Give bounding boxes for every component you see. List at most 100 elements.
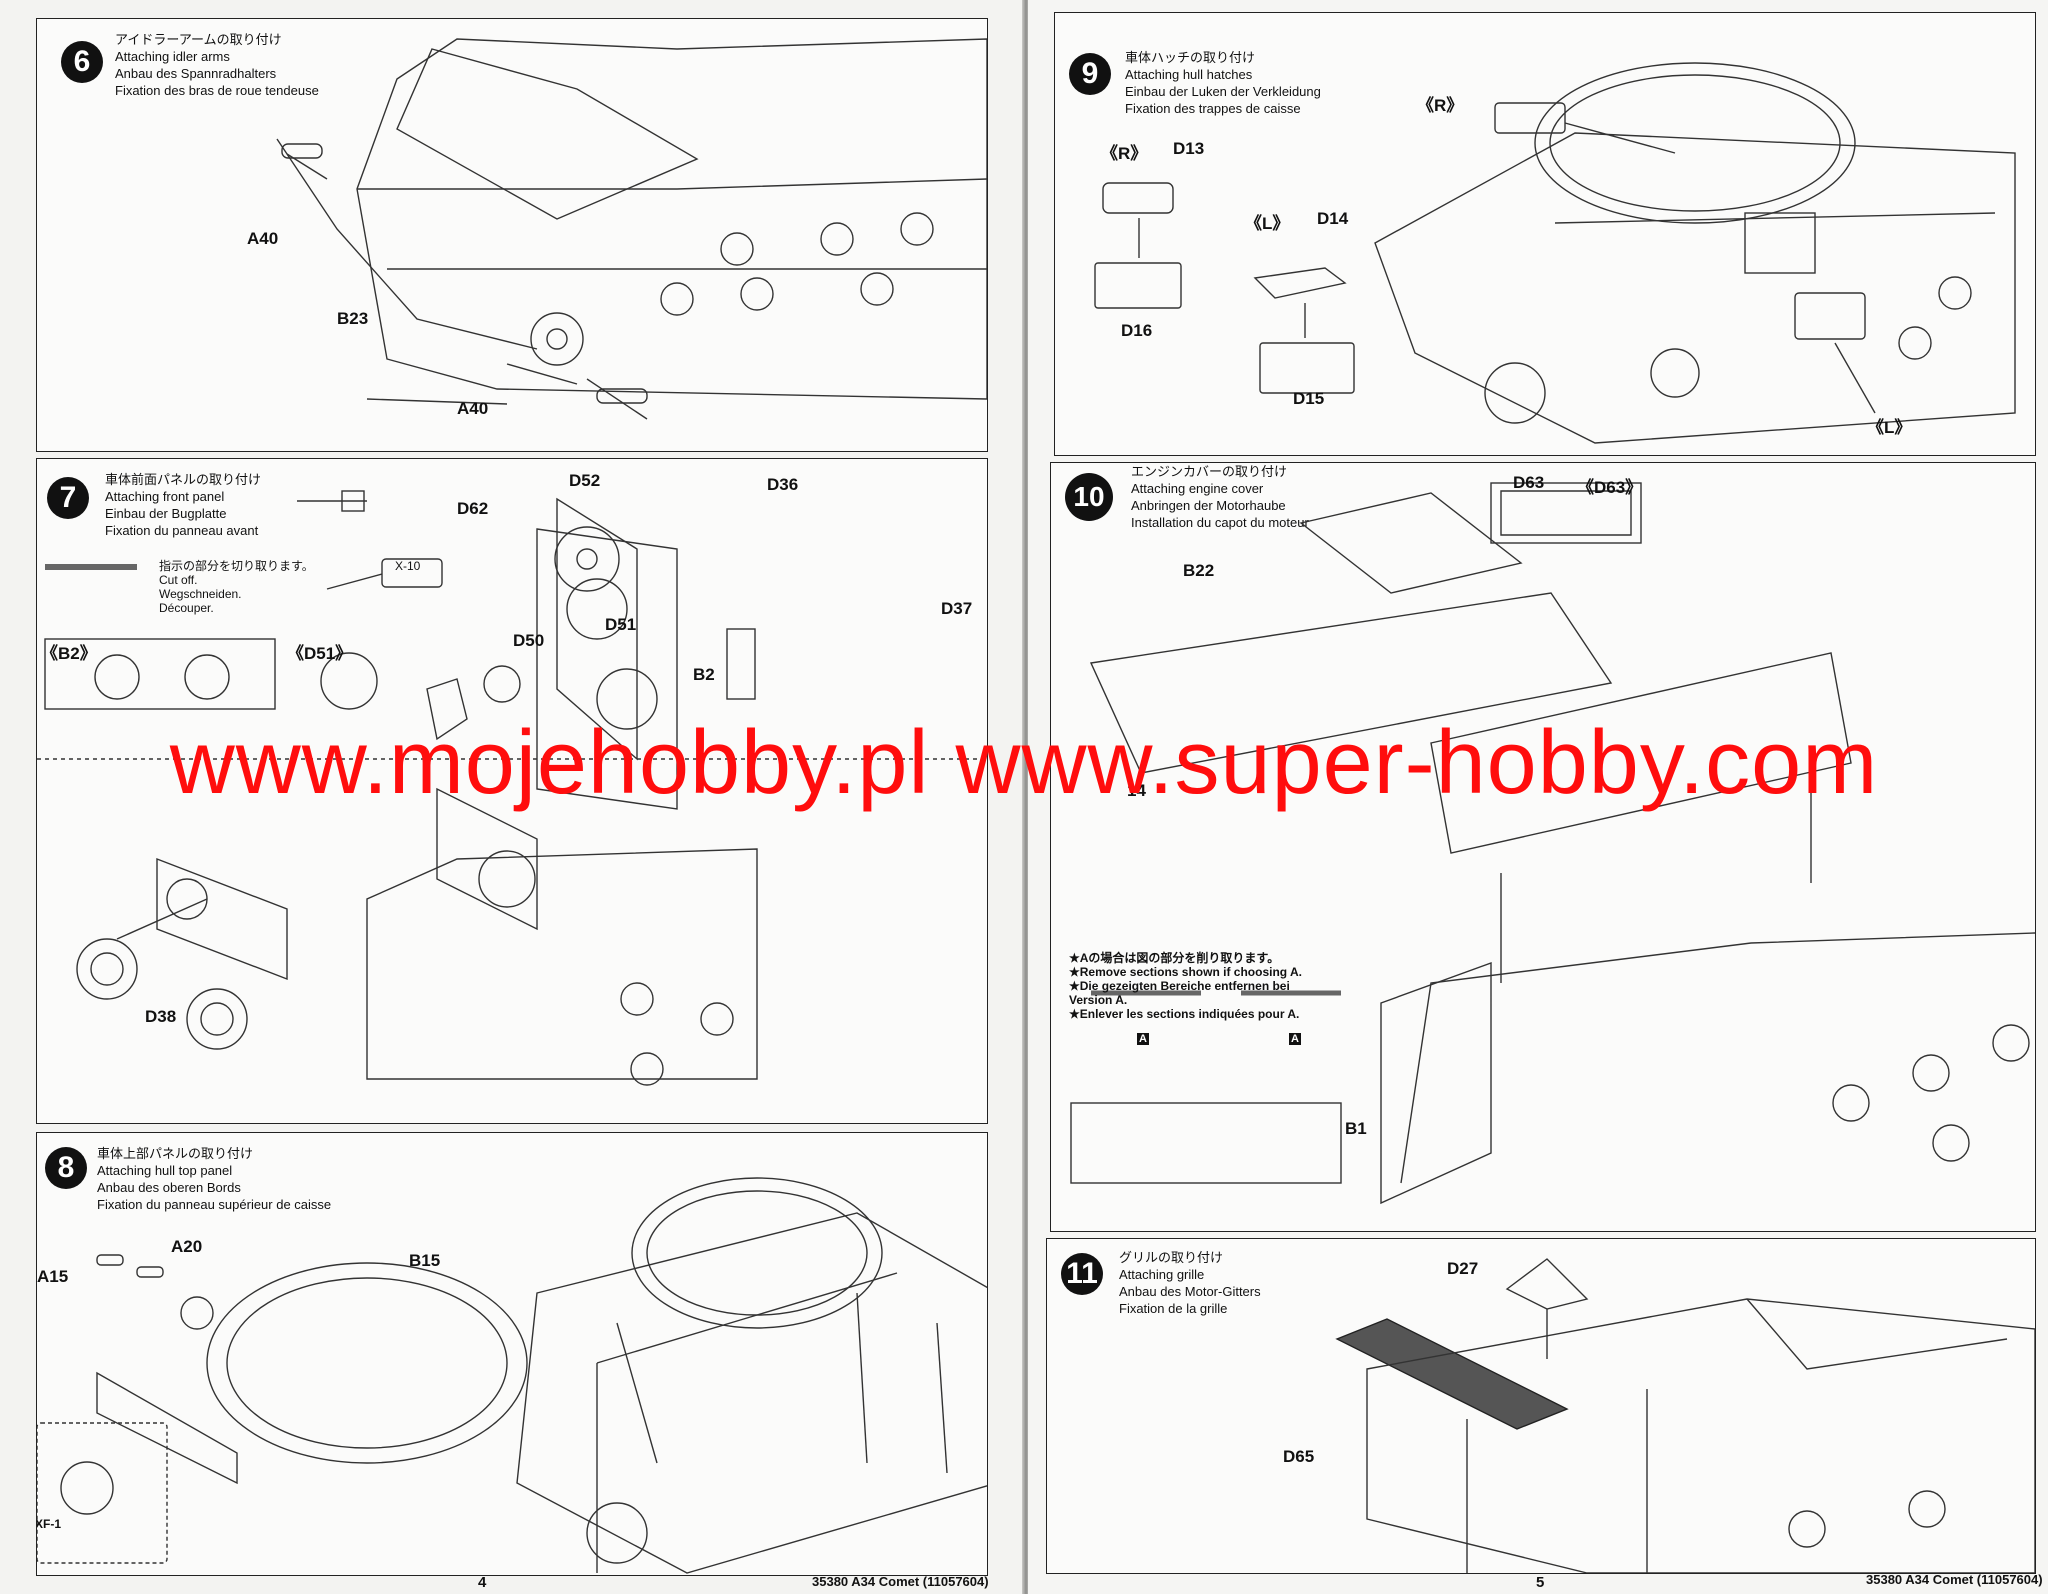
step-9-illustration xyxy=(1094,62,2016,444)
step-9-titles: 車体ハッチの取り付け Attaching hull hatches Einbau… xyxy=(1125,49,1321,117)
step-8-label-a15: A15 xyxy=(37,1267,69,1286)
step-9-title-de: Einbau der Luken der Verkleidung xyxy=(1125,84,1321,99)
step-6-titles: アイドラーアームの取り付け Attaching idler arms Anbau… xyxy=(115,31,319,99)
step-9-label-l-callout: 《L》 xyxy=(1245,214,1290,233)
step-6-title-de: Anbau des Spannradhalters xyxy=(115,66,277,81)
step-7-label-b2: B2 xyxy=(693,665,715,684)
step-7-label-d62: D62 xyxy=(457,499,489,518)
step-6-title-en: Attaching idler arms xyxy=(115,49,230,64)
step-6-number: 6 xyxy=(61,41,103,83)
step-7-number: 7 xyxy=(47,477,89,519)
step-7-title-ja: 車体前面パネルの取り付け xyxy=(105,472,262,487)
step-11-titles: グリルの取り付け Attaching grille Anbau des Moto… xyxy=(1119,1249,1261,1317)
step-6-label-a40-2: A40 xyxy=(457,399,489,418)
step-11-title-de: Anbau des Motor-Gitters xyxy=(1119,1284,1261,1299)
step-8-title-fr: Fixation du panneau supérieur de caisse xyxy=(97,1197,332,1212)
step-8-label-a20: A20 xyxy=(171,1237,203,1256)
step-7-title-de: Einbau der Bugplatte xyxy=(105,506,227,521)
step-6-label-a40-1: A40 xyxy=(247,229,279,248)
step-8-label-b15: B15 xyxy=(409,1251,441,1270)
step-11-title-en: Attaching grille xyxy=(1119,1267,1205,1282)
left-page: 6 アイドラーアームの取り付け Attaching idler arms Anb… xyxy=(0,0,1024,1594)
step-7-title-fr: Fixation du panneau avant xyxy=(105,523,259,538)
step-7-title-en: Attaching front panel xyxy=(105,489,225,504)
step-7-cut-de: Wegschneiden. xyxy=(159,587,242,601)
step-10-label-b1: B1 xyxy=(1345,1119,1367,1138)
step-7-cut-fr: Découper. xyxy=(159,601,214,615)
step-7-titles: 車体前面パネルの取り付け Attaching front panel Einba… xyxy=(105,471,261,539)
right-page: 9 車体ハッチの取り付け Attaching hull hatches Einb… xyxy=(1028,0,2048,1594)
step-7-label-d52: D52 xyxy=(569,471,601,490)
step-7-label-b2-callout: 《B2》 xyxy=(41,644,97,663)
step-6-panel: 6 アイドラーアームの取り付け Attaching idler arms Anb… xyxy=(36,18,988,452)
step-9-label-r: 《R》 xyxy=(1417,96,1464,115)
step-11-title-fr: Fixation de la grille xyxy=(1119,1301,1228,1316)
step-8-number: 8 xyxy=(45,1147,87,1189)
step-8-title-en: Attaching hull top panel xyxy=(97,1163,233,1178)
step-9-title-en: Attaching hull hatches xyxy=(1125,67,1253,82)
step-8-title-de: Anbau des oberen Bords xyxy=(97,1180,241,1195)
step-8-label-xf1: XF-1 xyxy=(36,1517,62,1531)
step-10-title-fr: Installation du capot du moteur xyxy=(1131,515,1309,530)
step-10-title-ja: エンジンカバーの取り付け xyxy=(1131,464,1288,479)
step-9-label-d14: D14 xyxy=(1317,209,1349,228)
right-page-number: 5 xyxy=(1536,1574,1545,1591)
step-10-label-b22: B22 xyxy=(1183,561,1215,580)
step-10-version-a-badge-1: A xyxy=(1137,1033,1149,1045)
step-9-label-d16: D16 xyxy=(1121,321,1153,340)
step-7-illustration xyxy=(37,490,987,1086)
step-10-illustration xyxy=(1070,482,2035,1205)
step-9-label-r-callout: 《R》 xyxy=(1101,144,1148,163)
step-7-label-d50: D50 xyxy=(513,631,545,650)
step-8-title-ja: 車体上部パネルの取り付け xyxy=(97,1146,254,1161)
step-7-label-d51: D51 xyxy=(605,615,637,634)
step-9-number: 9 xyxy=(1069,53,1111,95)
step-10-version-a-badge-2: A xyxy=(1289,1033,1301,1045)
step-10-note-de1: ★Die gezeigten Bereiche entfernen bei xyxy=(1069,979,1290,993)
step-10-note-ja: ★Aの場合は図の部分を削り取ります。 xyxy=(1069,951,1280,965)
step-11-label-d65: D65 xyxy=(1283,1447,1315,1466)
step-10-label-d63: D63 xyxy=(1513,473,1545,492)
step-8-illustration xyxy=(37,1177,987,1574)
step-7-label-x10: X-10 xyxy=(395,559,421,573)
step-9-label-l: 《L》 xyxy=(1867,418,1912,437)
left-page-number: 4 xyxy=(478,1574,487,1591)
step-7-panel: 7 車体前面パネルの取り付け Attaching front panel Ein… xyxy=(36,458,988,1124)
step-6-title-fr: Fixation des bras de roue tendeuse xyxy=(115,83,319,98)
step-10-label-14: 14 xyxy=(1127,781,1146,800)
step-10-note-en: ★Remove sections shown if choosing A. xyxy=(1069,965,1303,979)
step-7-label-d37: D37 xyxy=(941,599,973,618)
step-10-panel: 10 エンジンカバーの取り付け Attaching engine cover A… xyxy=(1050,462,2036,1232)
step-9-panel: 9 車体ハッチの取り付け Attaching hull hatches Einb… xyxy=(1054,12,2036,456)
step-8-titles: 車体上部パネルの取り付け Attaching hull top panel An… xyxy=(97,1145,331,1213)
right-page-footer: 35380 A34 Comet (11057604) xyxy=(1866,1572,2043,1587)
step-7-label-d36: D36 xyxy=(767,475,799,494)
step-6-title-ja: アイドラーアームの取り付け xyxy=(115,32,282,47)
step-6-label-b23: B23 xyxy=(337,309,369,328)
step-10-title-en: Attaching engine cover xyxy=(1131,481,1264,496)
step-9-title-ja: 車体ハッチの取り付け xyxy=(1125,50,1256,65)
step-9-label-d15: D15 xyxy=(1293,389,1325,408)
step-9-title-fr: Fixation des trappes de caisse xyxy=(1125,101,1301,116)
step-11-title-ja: グリルの取り付け xyxy=(1119,1250,1224,1265)
step-11-label-d27: D27 xyxy=(1447,1259,1479,1278)
step-7-label-d51-callout: 《D51》 xyxy=(287,644,353,663)
step-7-cut-ja: 指示の部分を切り取ります。 xyxy=(159,559,314,573)
step-11-number: 11 xyxy=(1061,1253,1103,1295)
step-6-illustration xyxy=(276,38,987,420)
step-10-note-fr: ★Enlever les sections indiquées pour A. xyxy=(1069,1007,1300,1021)
step-11-illustration xyxy=(1335,1258,2035,1573)
step-10-number: 10 xyxy=(1065,473,1113,521)
step-8-panel: 8 車体上部パネルの取り付け Attaching hull top panel … xyxy=(36,1132,988,1576)
step-10-note-de2: Version A. xyxy=(1069,993,1128,1007)
step-10-title-de: Anbringen der Motorhaube xyxy=(1131,498,1286,513)
step-9-label-d13: D13 xyxy=(1173,139,1205,158)
step-7-cut-instructions: 指示の部分を切り取ります。 Cut off. Wegschneiden. Déc… xyxy=(159,559,314,615)
left-page-footer: 35380 A34 Comet (11057604) xyxy=(812,1574,989,1589)
step-10-label-d63-callout: 《D63》 xyxy=(1577,478,1643,497)
watermark-text: www.mojehobby.pl www.super-hobby.com xyxy=(169,713,1879,813)
step-7-cut-en: Cut off. xyxy=(159,573,198,587)
book-spine xyxy=(1022,0,1030,1594)
step-7-label-d38: D38 xyxy=(145,1007,177,1026)
step-10-note: ★Aの場合は図の部分を削り取ります。 ★Remove sections show… xyxy=(1069,951,1302,1021)
